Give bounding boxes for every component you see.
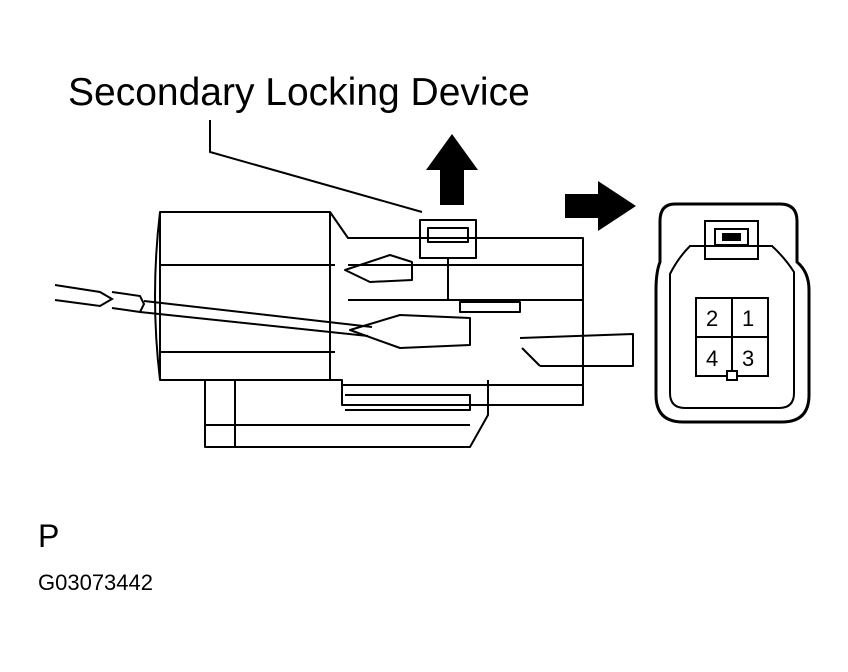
figure-code: G03073442 (38, 570, 153, 595)
connector-face-view: 2 1 4 3 (654, 202, 811, 424)
connector-side-view (154, 211, 634, 448)
up-arrow-icon (426, 134, 478, 205)
pin-2-label: 2 (706, 306, 718, 331)
pin-3-label: 3 (742, 346, 754, 371)
pin-1-label: 1 (742, 306, 754, 331)
callout-label: Secondary Locking Device (68, 71, 530, 114)
view-letter: P (38, 518, 60, 554)
callout-leader-line (209, 120, 423, 213)
pin-4-label: 4 (706, 346, 718, 371)
right-arrow-icon (565, 181, 636, 231)
test-probe (54, 284, 373, 337)
